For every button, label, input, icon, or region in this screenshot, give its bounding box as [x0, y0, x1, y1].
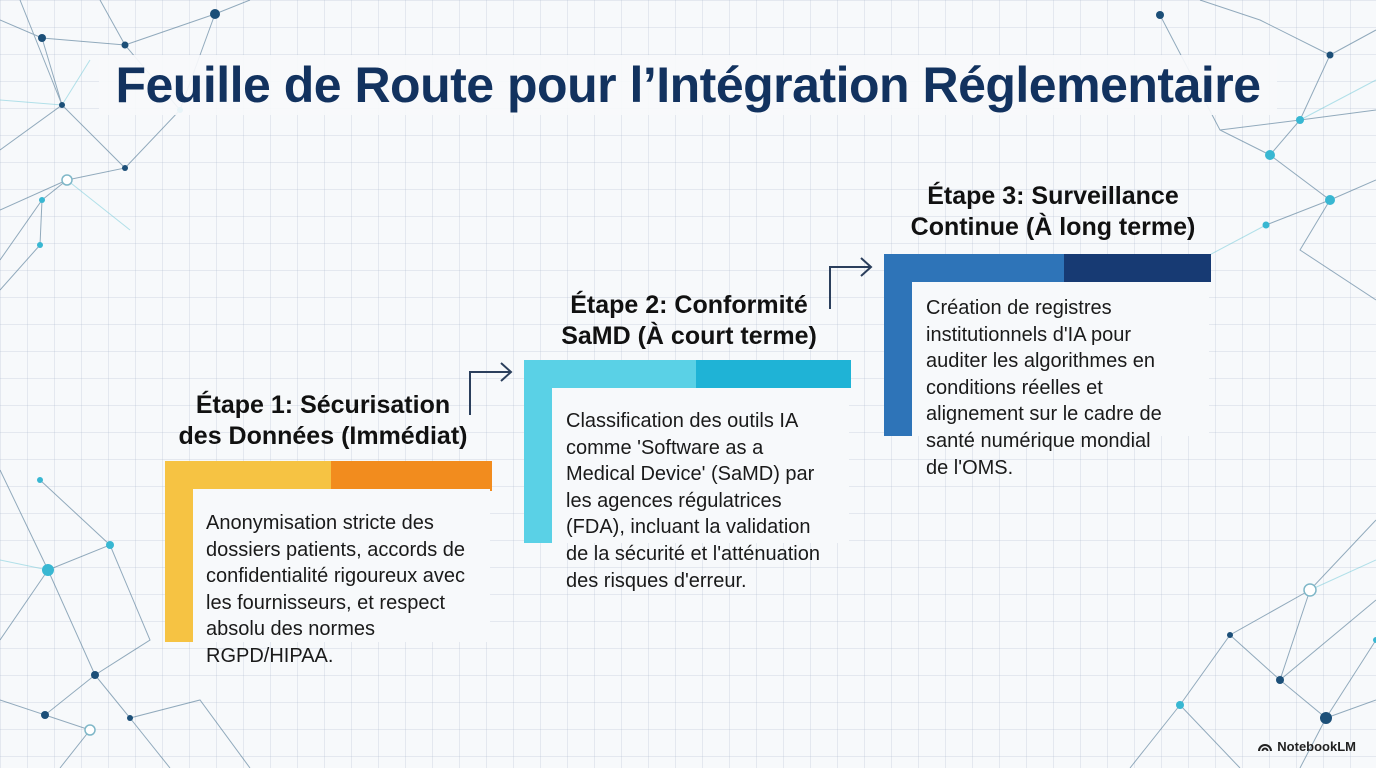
step-1-description: Anonymisation stricte des dossiers patie… [206, 512, 466, 667]
step-3-heading: Étape 3: Surveillance Continue (À long t… [910, 182, 1196, 241]
step-2-bar-side [524, 360, 552, 543]
step-2-bar-top-light [524, 360, 696, 388]
notebooklm-logo: NotebookLM [1258, 739, 1356, 754]
step-3-bar-inner [912, 282, 1209, 436]
step-1-bar-top-dark [331, 461, 492, 491]
connector-arrow-1-to-2-icon [469, 362, 513, 415]
step-1-bar-side [165, 461, 193, 642]
notebooklm-logo-label: NotebookLM [1277, 739, 1356, 754]
step-2-description: Classification des outils IA comme 'Soft… [566, 410, 820, 592]
step-3-bar-top-dark [1064, 254, 1211, 282]
notebooklm-logo-icon [1258, 743, 1273, 751]
step-3-bar-top-light [884, 254, 1064, 282]
step-2-bar-top-dark [696, 360, 851, 388]
step-2-heading: Étape 2: Conformité SaMD (À court terme) [561, 291, 817, 350]
step-3-bar-side [884, 254, 912, 436]
step-1-heading: Étape 1: Sécurisation des Données (Imméd… [178, 391, 468, 450]
page-title: Feuille de Route pour l’Intégration Régl… [0, 55, 1376, 115]
step-3-description: Création de registres institutionnels d'… [926, 297, 1162, 479]
step-1-bar-inner [193, 489, 490, 642]
connector-arrow-2-to-3-icon [829, 257, 873, 309]
step-2-bar-inner [552, 388, 849, 543]
